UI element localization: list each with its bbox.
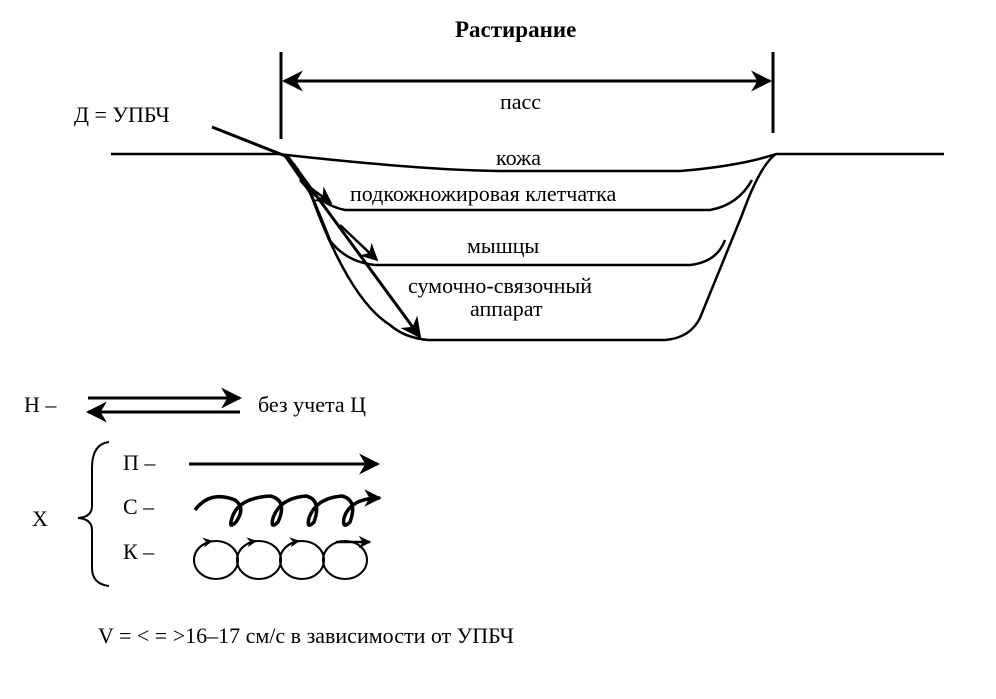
layer-muscles-label: мышцы [467,233,540,258]
k-circle-4 [322,540,368,580]
layer-capsule-label-1: сумочно-связочный [408,273,593,298]
pass-label: пасс [500,89,542,114]
muscles-boundary [326,237,727,267]
layer-subcutaneous-label: подкожножировая клетчатка [350,181,617,206]
d-arrow-mark-2 [339,224,379,262]
layer-skin-label: кожа [496,145,541,170]
legend-n-label: Н – [24,392,57,417]
k-arrow-2 [242,537,257,548]
legend-n-note: без учета Ц [258,392,366,417]
x-brace [77,441,110,587]
legend-p-label: П – [123,450,156,475]
diagram-title: Растирание [455,17,577,42]
d-upbch-label: Д = УПБЧ [74,102,170,127]
layer-capsule-label-2: аппарат [470,296,543,321]
legend-s-label: С – [123,494,155,519]
skin-surface-line [111,152,944,173]
d-arrow-mark-1 [299,178,333,205]
s-spiral-arrow [193,489,382,527]
k-arrow-1 [199,537,213,548]
k-arrow-3 [285,537,300,548]
legend-x-label: Х [32,506,48,531]
speed-formula: V = < = >16–17 см/с в зависимости от УПБ… [98,623,514,648]
legend-k-label: К – [123,539,155,564]
d-arrow-segment [211,125,289,159]
